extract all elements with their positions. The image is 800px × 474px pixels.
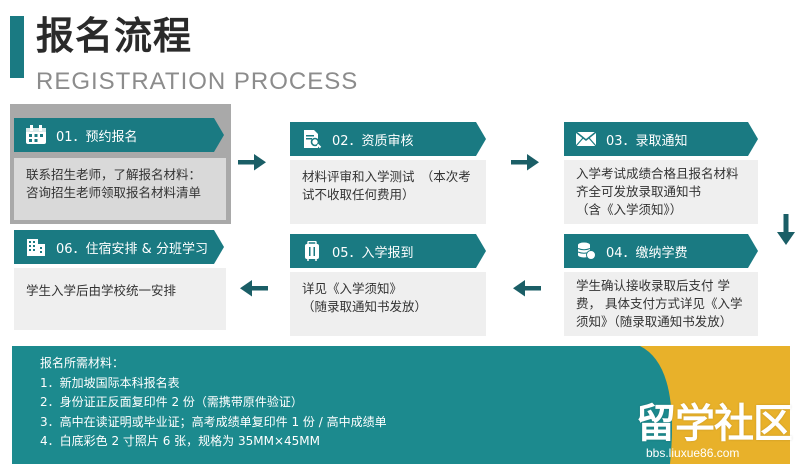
step-4-header: 04．缴纳学费 — [564, 234, 758, 268]
step-2-line-1: 材料评审和入学测试 （本次考 — [302, 169, 471, 184]
step-1-title: 01．预约报名 — [56, 129, 138, 145]
step-5-line-1: 详见《入学须知》 — [302, 281, 403, 296]
requirement-item-3: 3．高中在读证明或毕业证；高考成绩单复印件 1 份 / 高中成绩单 — [40, 414, 387, 429]
step-4-line-2: 费， 具体支付方式详见《入学 — [576, 296, 743, 311]
step-2-line-2: 试不收取任何费用） — [302, 187, 415, 202]
watermark-url[interactable]: bbs.liuxue86.com — [646, 446, 740, 460]
step-4-body: 学生确认接收录取后支付 学 费， 具体支付方式详见《入学 须知》（随录取通知书发… — [564, 272, 758, 336]
step-2-body: 材料评审和入学测试 （本次考 试不收取任何费用） — [290, 160, 486, 224]
step-3-header: 03．录取通知 — [564, 122, 758, 156]
step-6-header: 06．住宿安排 & 分班学习 — [14, 230, 224, 264]
step-1-line-2: 咨询招生老师领取报名材料清单 — [26, 185, 202, 200]
step-card-5[interactable]: 05．入学报到 详见《入学须知》 （随录取通知书发放） — [290, 234, 486, 336]
step-3-body: 入学考试成绩合格且报名材料 齐全可发放录取通知书 （含《入学须知》） — [564, 160, 758, 224]
step-1-body: 联系招生老师，了解报名材料： 咨询招生老师领取报名材料清单 — [14, 158, 226, 220]
requirement-item-4: 4．白底彩色 2 寸照片 6 张，规格为 35MM×45MM — [40, 434, 320, 448]
step-2-title: 02．资质审核 — [332, 133, 414, 149]
arrow-down-icon — [776, 214, 796, 246]
step-4-title: 04．缴纳学费 — [606, 245, 688, 261]
building-icon — [24, 236, 48, 258]
step-3-line-3: （含《入学须知》） — [576, 202, 683, 217]
arrow-right-icon — [238, 152, 268, 172]
luggage-icon — [300, 240, 324, 262]
step-5-header: 05．入学报到 — [290, 234, 486, 268]
step-2-header: 02．资质审核 — [290, 122, 486, 156]
step-3-line-1: 入学考试成绩合格且报名材料 — [576, 166, 739, 181]
arrow-left-icon — [511, 278, 541, 298]
step-card-2[interactable]: 02．资质审核 材料评审和入学测试 （本次考 试不收取任何费用） — [290, 122, 486, 224]
arrow-left-icon — [238, 278, 268, 298]
step-card-3[interactable]: 03．录取通知 入学考试成绩合格且报名材料 齐全可发放录取通知书 （含《入学须知… — [564, 122, 758, 224]
step-card-4[interactable]: 04．缴纳学费 学生确认接收录取后支付 学 费， 具体支付方式详见《入学 须知》… — [564, 234, 758, 336]
requirements-panel: 报名所需材料： 1．新加坡国际本科报名表 2．身份证正反面复印件 2 份（需携带… — [12, 346, 640, 464]
document-search-icon — [300, 128, 324, 150]
step-card-1[interactable]: 01．预约报名 联系招生老师，了解报名材料： 咨询招生老师领取报名材料清单 — [14, 118, 226, 220]
step-4-line-3: 须知》（随录取通知书发放） — [576, 314, 733, 329]
watermark-brand: 留学社区 — [636, 401, 793, 447]
arrow-right-icon — [511, 152, 541, 172]
calendar-icon — [24, 124, 48, 146]
title-accent-bar — [10, 16, 24, 78]
step-6-body: 学生入学后由学校统一安排 — [14, 268, 226, 330]
step-5-line-2: （随录取通知书发放） — [302, 299, 428, 314]
step-6-title: 06．住宿安排 & 分班学习 — [56, 241, 208, 257]
step-1-line-1: 联系招生老师，了解报名材料： — [26, 167, 202, 182]
coins-icon — [574, 240, 598, 262]
page-title: 报名流程 — [36, 14, 193, 58]
page-subtitle: REGISTRATION PROCESS — [36, 68, 359, 95]
envelope-icon — [574, 128, 598, 150]
requirements-heading: 报名所需材料： — [40, 356, 125, 370]
requirement-item-2: 2．身份证正反面复印件 2 份（需携带原件验证） — [40, 395, 303, 409]
step-3-line-2: 齐全可发放录取通知书 — [576, 184, 702, 199]
step-3-title: 03．录取通知 — [606, 133, 688, 149]
step-5-body: 详见《入学须知》 （随录取通知书发放） — [290, 272, 486, 336]
step-1-header: 01．预约报名 — [14, 118, 224, 152]
step-card-6[interactable]: 06．住宿安排 & 分班学习 学生入学后由学校统一安排 — [14, 230, 226, 330]
step-4-line-1: 学生确认接收录取后支付 学 — [576, 278, 730, 293]
requirement-item-1: 1．新加坡国际本科报名表 — [40, 375, 180, 390]
step-6-line-1: 学生入学后由学校统一安排 — [26, 283, 177, 298]
step-5-title: 05．入学报到 — [332, 245, 414, 261]
